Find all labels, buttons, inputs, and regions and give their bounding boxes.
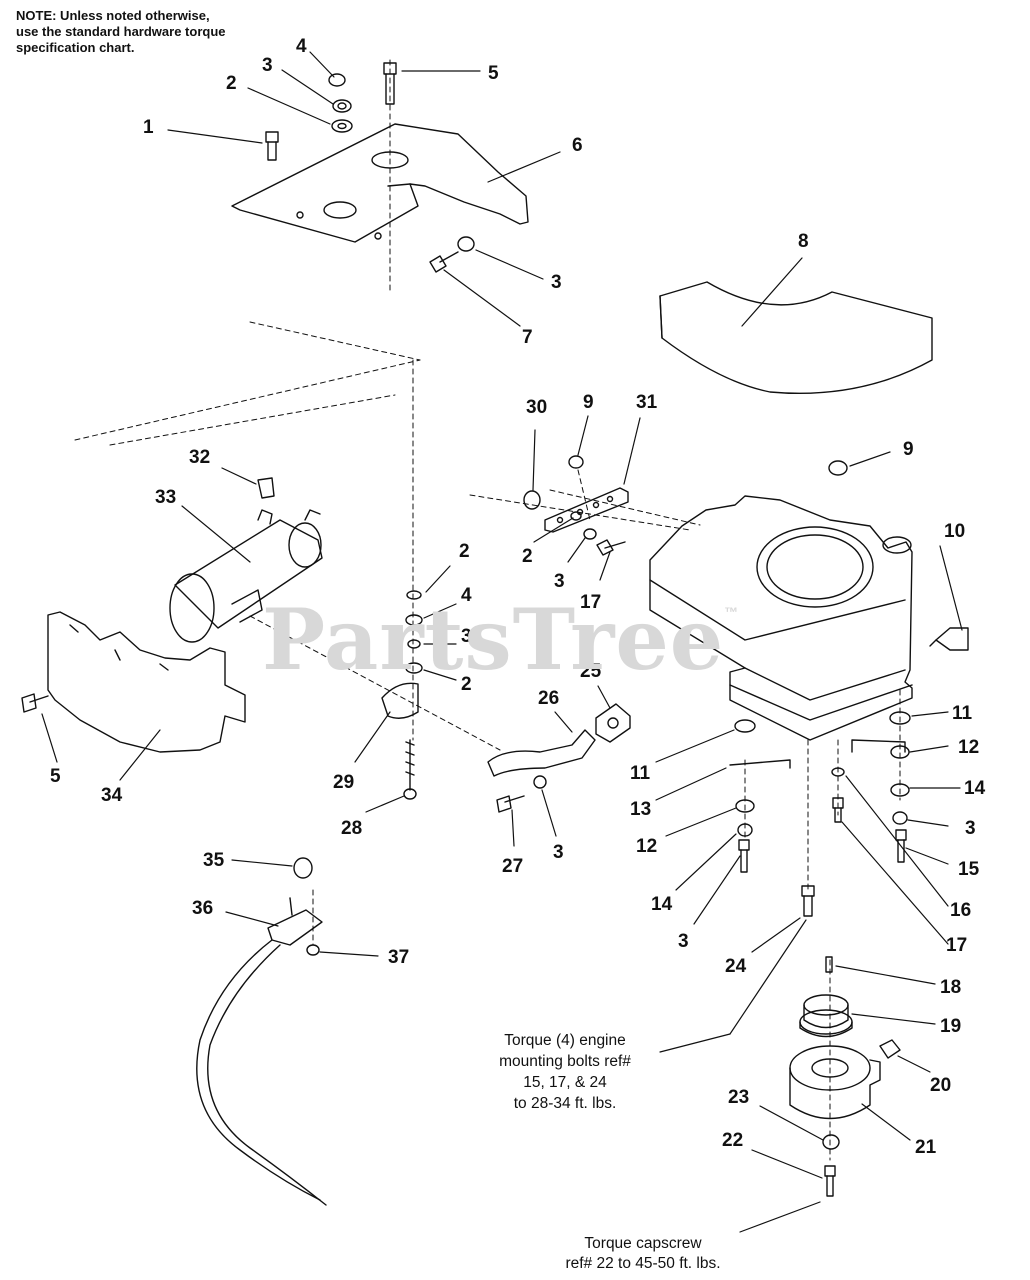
callout-label: 33	[155, 487, 176, 508]
tunnel-cover-part	[659, 281, 933, 395]
callout-numbers: 1 2 3 4 5 6 3 7 8 30 9 31 9 32 33 10 2 4…	[50, 36, 986, 1158]
callout-label: 14	[964, 778, 986, 799]
muffler-guard-part	[47, 611, 246, 753]
bracket-part	[544, 487, 629, 533]
callout-label: 3	[554, 571, 565, 592]
callout-label: 11	[630, 763, 651, 784]
callout-label: 11	[952, 703, 973, 724]
callout-label: 14	[651, 894, 673, 915]
callout-label: 24	[725, 956, 747, 977]
callout-label: 30	[526, 397, 547, 418]
callout-label: 20	[930, 1075, 951, 1096]
callout-label: 2	[461, 674, 472, 695]
callout-label: 3	[678, 931, 689, 952]
callout-label: 15	[958, 859, 980, 880]
carriage-bolt-part	[403, 739, 417, 800]
callout-label: 37	[388, 947, 409, 968]
callout-label: 32	[189, 447, 210, 468]
callout-label: 9	[583, 392, 594, 413]
engine-part	[649, 495, 913, 741]
callout-label: 9	[903, 439, 914, 460]
callout-label: 36	[192, 898, 213, 919]
callout-label: 27	[502, 856, 523, 877]
spacer-part	[879, 1039, 901, 1059]
callout-label: 8	[798, 231, 809, 252]
muffler-part	[169, 509, 323, 643]
leader-lines	[41, 51, 963, 1233]
callout-label: 21	[915, 1137, 937, 1158]
callout-label: 25	[580, 661, 602, 682]
callout-label: 19	[940, 1016, 961, 1037]
callout-label: 6	[572, 135, 583, 156]
callout-label: 29	[333, 772, 354, 793]
callout-label: 12	[636, 836, 657, 857]
callout-label: 3	[461, 626, 472, 647]
heat-shield-part	[231, 123, 529, 243]
callout-label: 5	[488, 63, 499, 84]
callout-label: 5	[50, 766, 61, 787]
callout-label: 28	[341, 818, 362, 839]
callout-label: 3	[553, 842, 564, 863]
callout-label: 4	[296, 36, 307, 57]
clutch-part	[789, 1045, 881, 1120]
callout-label: 3	[262, 55, 273, 76]
callout-label: 26	[538, 688, 559, 709]
callout-label: 10	[944, 521, 965, 542]
callout-label: 34	[101, 785, 123, 806]
wire-bracket-part	[729, 739, 906, 769]
callout-label: 17	[580, 592, 601, 613]
callout-label: 35	[203, 850, 225, 871]
pulley-part	[799, 994, 853, 1038]
key-part	[825, 956, 833, 973]
callout-label: 7	[522, 327, 533, 348]
hardware-washers	[328, 73, 911, 1150]
hardware-bolts	[21, 62, 907, 1197]
callout-label: 2	[226, 73, 237, 94]
frame-dashed-lines	[74, 59, 901, 1161]
callout-label: 4	[461, 585, 472, 606]
muffler-bracket-part	[381, 682, 419, 719]
callout-label: 17	[946, 935, 967, 956]
callout-label: 12	[958, 737, 979, 758]
callout-label: 22	[722, 1130, 743, 1151]
callout-label: 3	[551, 272, 562, 293]
fuel-fitting-part	[929, 627, 969, 651]
callout-label: 2	[459, 541, 470, 562]
throttle-cable-part	[196, 857, 327, 1206]
callout-label: 13	[630, 799, 651, 820]
callout-label: 3	[965, 818, 976, 839]
bumper-part	[523, 490, 541, 510]
callout-label: 1	[143, 117, 154, 138]
callout-label: 16	[950, 900, 971, 921]
callout-label: 23	[728, 1087, 749, 1108]
callout-label: 18	[940, 977, 961, 998]
callout-label: 31	[636, 392, 658, 413]
callout-label: 2	[522, 546, 533, 567]
exhaust-pipe-part	[487, 703, 631, 777]
